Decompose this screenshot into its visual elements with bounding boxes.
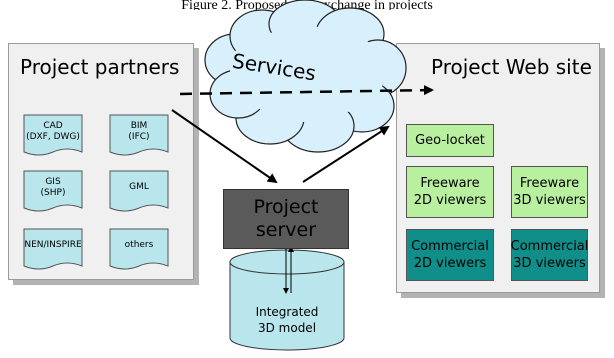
- doc-gml-shape: [109, 170, 169, 212]
- doc-others-shape: [109, 228, 169, 270]
- doc-gis-shape: [23, 170, 83, 212]
- freeware-3d-viewers-box: Freeware 3D viewers: [511, 166, 588, 218]
- doc-gml-label: GML: [129, 182, 149, 192]
- project-partners-title: Project partners: [20, 55, 180, 79]
- integrated-model-label: Integrated 3D model: [255, 305, 319, 335]
- doc-others-label: others: [124, 240, 154, 250]
- partners-to-server-arrow: [171, 109, 278, 184]
- doc-nen-label: NEN/INSPIRE: [24, 240, 82, 250]
- doc-bim-label: BIM (IFC): [128, 121, 150, 142]
- commercial-2d-viewers-box: Commercial 2D viewers: [406, 229, 494, 281]
- doc-gis-label: GIS (SHP): [40, 177, 66, 198]
- doc-nen-shape: [23, 228, 83, 270]
- doc-bim-shape: [109, 114, 169, 156]
- geo-locket-box: Geo-locket: [406, 124, 494, 157]
- project-server-box: Project server: [223, 189, 349, 249]
- server-to-website-arrow: [302, 125, 390, 183]
- doc-cad-label: CAD (DXF, DWG): [26, 121, 80, 142]
- document-shapes: [23, 114, 169, 270]
- project-website-title: Project Web site: [431, 55, 592, 79]
- doc-cad-shape: [23, 114, 83, 156]
- integrated-model-cylinder: [229, 249, 345, 351]
- freeware-2d-viewers-box: Freeware 2D viewers: [406, 166, 494, 218]
- services-cloud: [204, 0, 407, 153]
- dashed-services-arrow: [179, 85, 434, 96]
- commercial-3d-viewers-box: Commercial 3D viewers: [511, 229, 588, 281]
